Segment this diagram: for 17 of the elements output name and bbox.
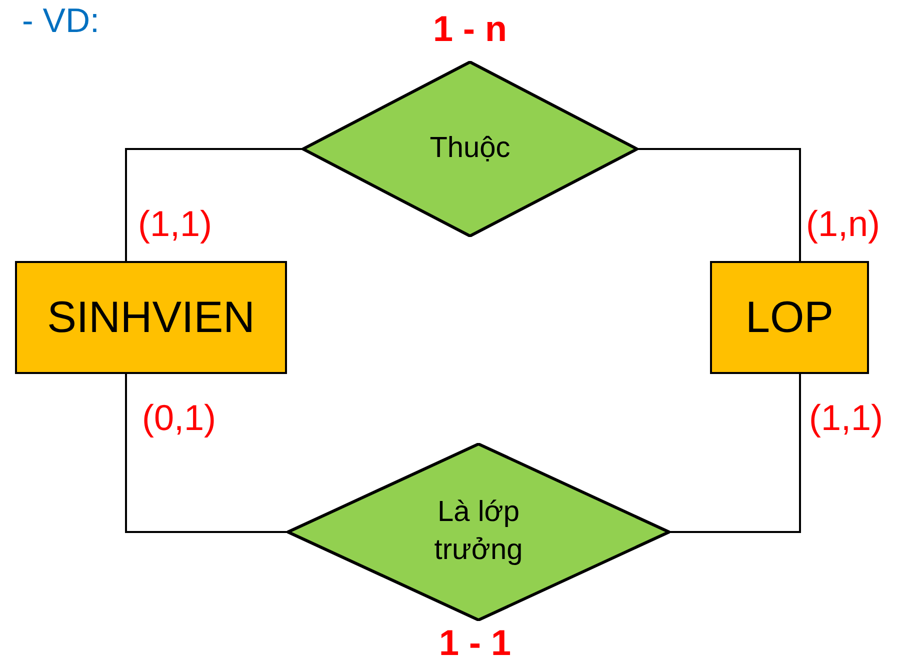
connector-line	[670, 374, 801, 533]
edge-label: (1,1)	[138, 203, 212, 245]
cardinality-label: 1 - 1	[438, 622, 512, 664]
edge-label: (1,1)	[809, 397, 884, 439]
node-text: Thuộc	[430, 131, 510, 166]
edge-label: (0,1)	[142, 397, 216, 439]
heading-text: - VD:	[22, 2, 100, 41]
node-text: Là lớp trưởng	[433, 495, 524, 568]
connector-line	[638, 148, 801, 261]
entity-box	[15, 261, 287, 374]
node-text: SINHVIEN	[47, 292, 255, 344]
node-text: LOP	[745, 292, 834, 344]
connector-line	[125, 148, 302, 261]
cardinality-label: 1 - n	[433, 8, 507, 50]
connector-line	[125, 374, 287, 533]
edge-label: (1,n)	[806, 203, 880, 245]
entity-box	[710, 261, 869, 374]
